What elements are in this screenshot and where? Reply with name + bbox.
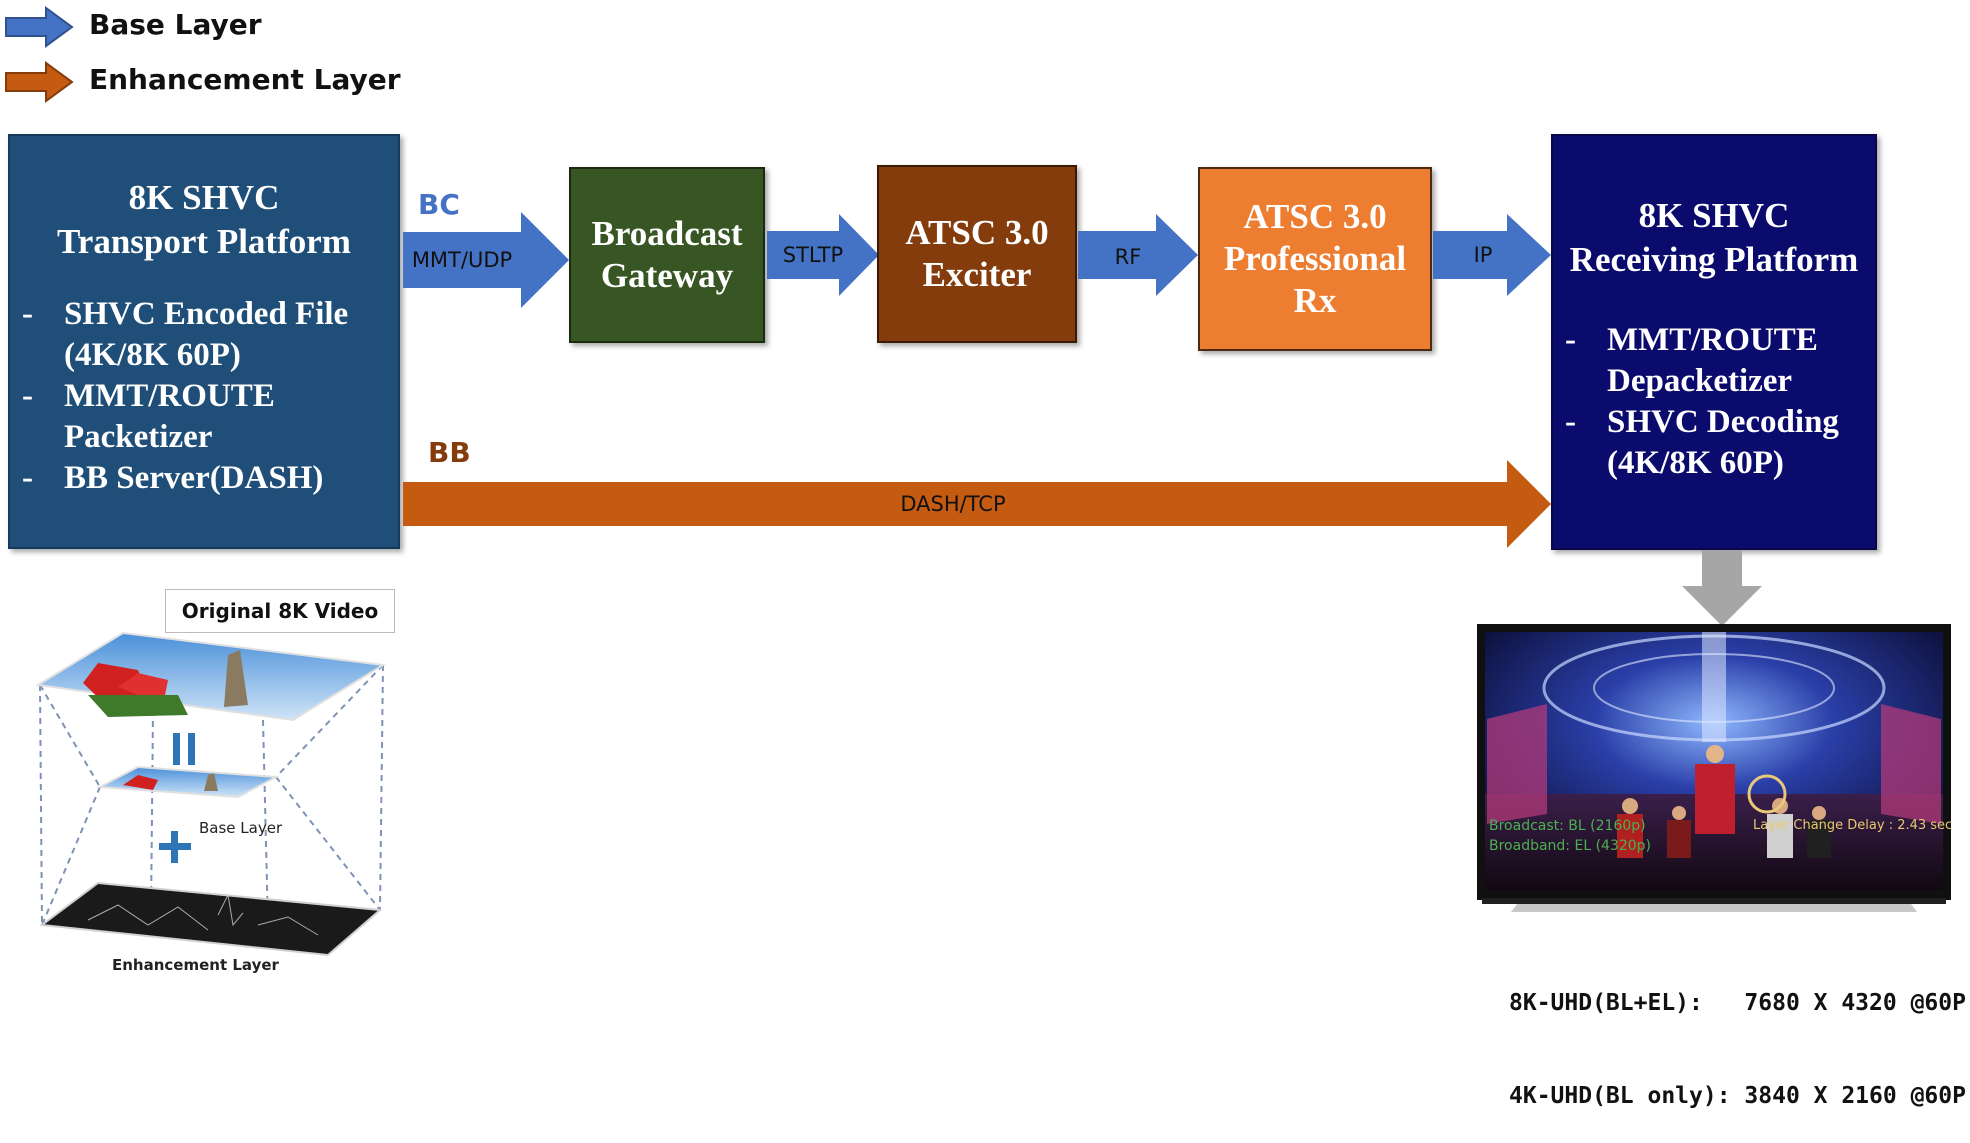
tv-overlay-broadcast: Broadcast: BL (2160p): [1489, 818, 1646, 834]
receiving-platform-list: - MMT/ROUTE Depacketizer - SHVC Decoding…: [1553, 320, 1875, 484]
broadcast-gateway-box: Broadcast Gateway: [569, 167, 765, 343]
atsc-exciter-line2: Exciter: [922, 255, 1032, 294]
atsc-rx-line1: ATSC 3.0: [1243, 197, 1387, 236]
layer-stack-illustration: [35, 631, 386, 957]
ip-arrow: [1433, 214, 1551, 296]
atsc-exciter-box: ATSC 3.0 Exciter: [877, 165, 1077, 343]
tv-overlay-broadband: Broadband: EL (4320p): [1489, 838, 1652, 854]
transport-platform-title-2: Transport Platform: [57, 222, 351, 261]
broadcast-gateway-line2: Gateway: [600, 256, 734, 295]
mmt-udp-label: MMT/UDP: [411, 248, 513, 272]
original-8k-video-label-box: Original 8K Video: [165, 589, 395, 633]
transport-platform-list: - SHVC Encoded File (4K/8K 60P) - MMT/RO…: [10, 294, 398, 499]
receiving-platform-title-2: Receiving Platform: [1569, 240, 1859, 279]
dash-tcp-label: DASH/TCP: [900, 492, 1006, 516]
base-layer-illustration-label: Base Layer: [199, 819, 283, 837]
atsc-rx-line3: Rx: [1293, 281, 1337, 320]
atsc-professional-rx-box: ATSC 3.0 Professional Rx: [1198, 167, 1432, 351]
list-item: - MMT/ROUTE Packetizer: [22, 378, 275, 455]
tv-overlay-delay: Layer Change Delay : 2.43 sec: [1753, 818, 1953, 833]
legend-base-label: Base Layer: [89, 8, 262, 41]
transport-platform-box: 8K SHVC Transport Platform - SHVC Encode…: [8, 134, 400, 549]
bb-label: BB: [428, 436, 471, 469]
output-spec-4k: 4K-UHD(BL only): 3840 X 2160 @60P: [1509, 1083, 1966, 1109]
atsc-rx-line2: Professional: [1223, 239, 1407, 278]
legend-base-arrow: [5, 6, 74, 48]
legend-enhancement-label: Enhancement Layer: [89, 63, 401, 96]
rf-arrow: [1078, 214, 1198, 296]
output-spec-8k: 8K-UHD(BL+EL): 7680 X 4320 @60P,: [1509, 990, 1970, 1016]
ip-label: IP: [1473, 243, 1493, 267]
transport-platform-title-1: 8K SHVC: [128, 178, 280, 217]
output-spec: 8K-UHD(BL+EL): 7680 X 4320 @60P, 4K-UHD(…: [1509, 926, 1970, 1143]
dash-tcp-arrow-body: [403, 460, 1551, 548]
rf-label: RF: [1114, 245, 1142, 269]
down-arrow: [1682, 550, 1762, 626]
stltp-label: STLTP: [782, 243, 844, 267]
broadcast-gateway-line1: Broadcast: [591, 214, 743, 253]
receiving-platform-box: 8K SHVC Receiving Platform - MMT/ROUTE D…: [1551, 134, 1877, 550]
list-item: - MMT/ROUTE Depacketizer: [1565, 322, 1818, 399]
original-8k-video-label: Original 8K Video: [181, 599, 379, 623]
stltp-arrow: [767, 214, 879, 296]
bc-label: BC: [418, 188, 460, 221]
list-item: - BB Server(DASH): [22, 460, 324, 496]
mmt-udp-arrow: [403, 212, 569, 308]
receiving-platform-title-1: 8K SHVC: [1638, 196, 1790, 235]
enhancement-layer-illustration-label: Enhancement Layer: [112, 956, 279, 974]
tv-monitor: [1477, 624, 1951, 912]
legend-enhancement-arrow: [5, 61, 74, 103]
list-item: - SHVC Encoded File (4K/8K 60P): [22, 296, 349, 373]
list-item: - SHVC Decoding (4K/8K 60P): [1565, 404, 1839, 481]
atsc-exciter-line1: ATSC 3.0: [905, 213, 1049, 252]
